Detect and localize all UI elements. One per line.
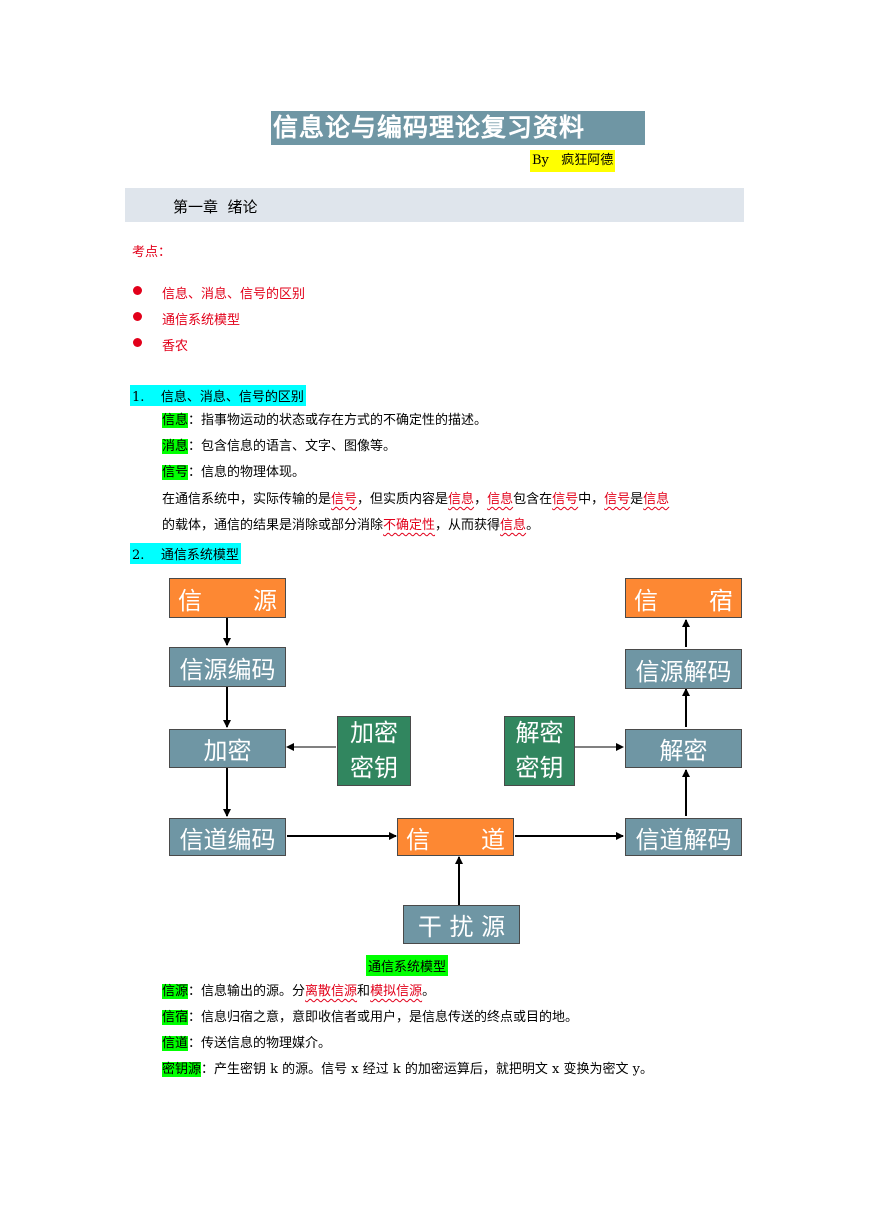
bullet-icon [133, 286, 142, 295]
definition-xiaoxi: 消息：包含信息的语言、文字、图像等。 [162, 438, 396, 456]
term-highlight: 消息 [162, 439, 189, 454]
definition-text: ：信息的物理体现。 [188, 465, 306, 480]
emphasis-run: 信号 [552, 492, 579, 507]
bullet-item: 通信系统模型 [162, 313, 241, 328]
emphasis-run: 离散信源 [305, 984, 358, 999]
box-label: 源 [253, 586, 277, 615]
definition-text: ：产生密钥 k 的源。信号 x 经过 k 的加密运算后，就把明文 x 变换为密文… [201, 1062, 653, 1077]
box-sink: 信宿 [625, 578, 742, 618]
box-decrypt: 解密 [625, 729, 742, 768]
emphasis-run: 信息 [448, 492, 475, 507]
text-run: 。 [422, 984, 436, 999]
text-run: ，从而获得 [435, 518, 501, 533]
key-points-label: 考点： [132, 245, 172, 260]
section-2-heading: 2. 通信系统模型 [130, 543, 241, 564]
text-run: 是 [630, 492, 644, 507]
box-source: 信源 [169, 578, 286, 618]
box-label: 信 [634, 586, 658, 615]
box-encrypt: 加密 [169, 729, 286, 768]
paragraph-line-2: 的载体，通信的结果是消除或部分消除不确定性，从而获得信息。 [162, 517, 539, 535]
text-run: 在通信系统中，实际传输的是 [162, 492, 332, 507]
box-source-decode: 信源解码 [625, 649, 742, 689]
text-run: 中， [578, 492, 605, 507]
emphasis-run: 信号 [331, 492, 358, 507]
box-label: 信源编码 [179, 655, 276, 684]
emphasis-run: 信息 [643, 492, 670, 507]
box-label: 密钥 [350, 754, 398, 782]
box-label: 解密 [659, 737, 708, 765]
box-channel-decode: 信道解码 [625, 818, 742, 856]
text-run: 的载体，通信的结果是消除或部分消除 [162, 518, 384, 533]
box-label: 宿 [709, 586, 733, 615]
box-label: 干 扰 源 [417, 913, 506, 941]
chapter-band [125, 188, 744, 222]
document-title: 信息论与编码理论复习资料 [271, 111, 645, 145]
definition-text: ：信息归宿之意，意即收信者或用户，是信息传送的终点或目的地。 [188, 1010, 579, 1025]
paragraph-line-1: 在通信系统中，实际传输的是信号，但实质内容是信息，信息包含在信号中，信号是信息 [162, 491, 669, 509]
definition-text: ：指事物运动的状态或存在方式的不确定性的描述。 [188, 413, 488, 428]
definition-text: ：信息输出的源。分 [188, 984, 306, 999]
bullet-icon [133, 312, 142, 321]
box-label: 加密 [350, 719, 398, 747]
box-decrypt-key: 解密密钥 [504, 716, 575, 786]
text-run: ， [474, 492, 488, 507]
chapter-heading: 第一章 绪论 [173, 198, 258, 216]
box-label: 信源解码 [635, 657, 732, 686]
box-label: 道 [481, 825, 505, 854]
box-label: 信道编码 [179, 825, 276, 854]
definition-xinsu: 信宿：信息归宿之意，意即收信者或用户，是信息传送的终点或目的地。 [162, 1009, 578, 1027]
term-highlight: 信宿 [162, 1010, 189, 1025]
bullet-item: 香农 [162, 339, 189, 354]
bullet-icon [133, 338, 142, 347]
box-label: 解密 [515, 719, 564, 747]
box-label: 信道解码 [635, 825, 732, 854]
definition-xinyuan: 信源：信息输出的源。分离散信源和模拟信源。 [162, 983, 435, 1001]
author-line: By 疯狂阿德 [530, 150, 616, 172]
definition-text: ：包含信息的语言、文字、图像等。 [188, 439, 397, 454]
text-run: 。 [526, 518, 540, 533]
definition-xinhao: 信号：信息的物理体现。 [162, 464, 305, 482]
text-run: 和 [357, 984, 371, 999]
box-channel-encode: 信道编码 [169, 818, 286, 856]
text-run: 包含在 [513, 492, 553, 507]
box-channel: 信道 [397, 818, 514, 856]
term-highlight: 信号 [162, 465, 189, 480]
definition-xinxi: 信息：指事物运动的状态或存在方式的不确定性的描述。 [162, 412, 487, 430]
text-run: ，但实质内容是 [357, 492, 449, 507]
diagram-caption: 通信系统模型 [366, 955, 449, 976]
box-label: 信 [178, 586, 202, 615]
term-highlight: 信道 [162, 1036, 189, 1051]
term-highlight: 信源 [162, 984, 189, 999]
term-highlight: 密钥源 [162, 1062, 202, 1077]
box-encrypt-key: 加密密钥 [337, 716, 411, 786]
box-label: 密钥 [515, 754, 564, 782]
box-label: 信 [406, 825, 430, 854]
box-noise-source: 干 扰 源 [403, 905, 520, 944]
box-label: 加密 [203, 737, 252, 765]
emphasis-run: 信息 [500, 518, 527, 533]
emphasis-run: 信号 [604, 492, 631, 507]
emphasis-run: 信息 [487, 492, 514, 507]
definition-xindao: 信道：传送信息的物理媒介。 [162, 1035, 331, 1053]
emphasis-run: 模拟信源 [370, 984, 423, 999]
definition-miyao: 密钥源：产生密钥 k 的源。信号 x 经过 k 的加密运算后，就把明文 x 变换… [162, 1061, 653, 1079]
emphasis-run: 不确定性 [383, 518, 436, 533]
bullet-item: 信息、消息、信号的区别 [162, 287, 306, 302]
box-source-encode: 信源编码 [169, 647, 286, 687]
definition-text: ：传送信息的物理媒介。 [188, 1036, 332, 1051]
section-1-heading: 1. 信息、消息、信号的区别 [130, 385, 306, 406]
term-highlight: 信息 [162, 413, 189, 428]
